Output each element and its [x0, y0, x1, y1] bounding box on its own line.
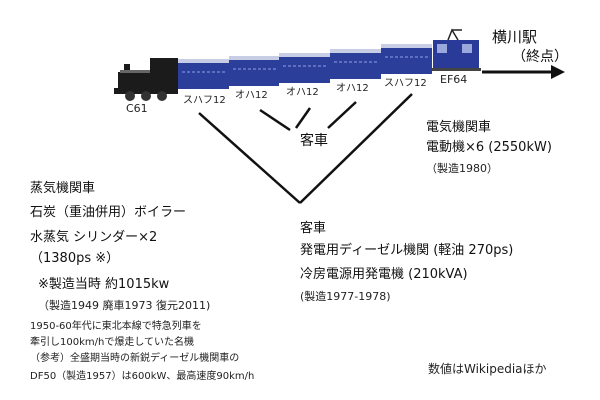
- passenger-car-2: [229, 56, 279, 86]
- source-note: 数値はWikipediaほか: [428, 362, 547, 376]
- passenger-car-4: [330, 49, 381, 79]
- steam-loco-history-2: 牽引し100km/hで爆走していた名機: [30, 337, 195, 348]
- steam-loco-title: 蒸気機関車: [30, 181, 96, 196]
- connector-lines: [198, 93, 413, 204]
- arrow-head-icon: [551, 65, 565, 79]
- passenger-car-5: [381, 44, 432, 74]
- car-label-5: スハフ12: [384, 78, 427, 89]
- passenger-car-built: (製造1977-1978): [300, 290, 391, 303]
- passenger-car-1: [178, 59, 229, 89]
- electric-loco-built: （製造1980）: [426, 162, 498, 175]
- electric-locomotive-icon: [431, 28, 481, 71]
- electric-loco-label: EF64: [440, 73, 468, 86]
- passenger-group-label: 客車: [300, 133, 328, 149]
- steam-loco-history-1: 1950-60年代に東北本線で特急列車を: [30, 321, 202, 332]
- steam-loco-note-output: ※製造当時 約1015kw: [38, 277, 170, 292]
- steam-loco-label: C61: [126, 102, 148, 115]
- passenger-car-title: 客車: [300, 221, 327, 236]
- destination-station: 横川駅: [492, 28, 538, 46]
- steam-loco-boiler: 石炭（重油併用）ボイラー: [30, 205, 187, 220]
- passenger-car-cooling: 冷房電源用発電機 (210kVA): [300, 267, 468, 282]
- steam-loco-ps: （1380ps ※）: [30, 251, 120, 266]
- electric-loco-motors: 電動機×6 (2550kW): [426, 140, 552, 155]
- car-label-3: オハ12: [286, 87, 319, 98]
- car-label-1: スハフ12: [183, 95, 226, 106]
- electric-loco-title: 電気機関車: [426, 120, 492, 135]
- car-label-4: オハ12: [336, 83, 369, 94]
- destination-terminal: （終点）: [512, 49, 568, 65]
- steam-loco-history-4: DF50（製造1957）は600kW、最高速度90km/h: [30, 371, 255, 382]
- steam-locomotive-icon: [114, 58, 178, 101]
- car-label-2: オハ12: [235, 90, 268, 101]
- steam-loco-history-3: （参考）全盛期当時の新鋭ディーゼル機関車の: [30, 353, 240, 364]
- passenger-car-3: [279, 53, 330, 83]
- steam-loco-cylinder: 水蒸気 シリンダー×2: [30, 230, 158, 245]
- steam-loco-built: （製造1949 廃車1973 復元2011): [38, 299, 211, 312]
- passenger-car-generator: 発電用ディーゼル機関 (軽油 270ps): [300, 243, 514, 258]
